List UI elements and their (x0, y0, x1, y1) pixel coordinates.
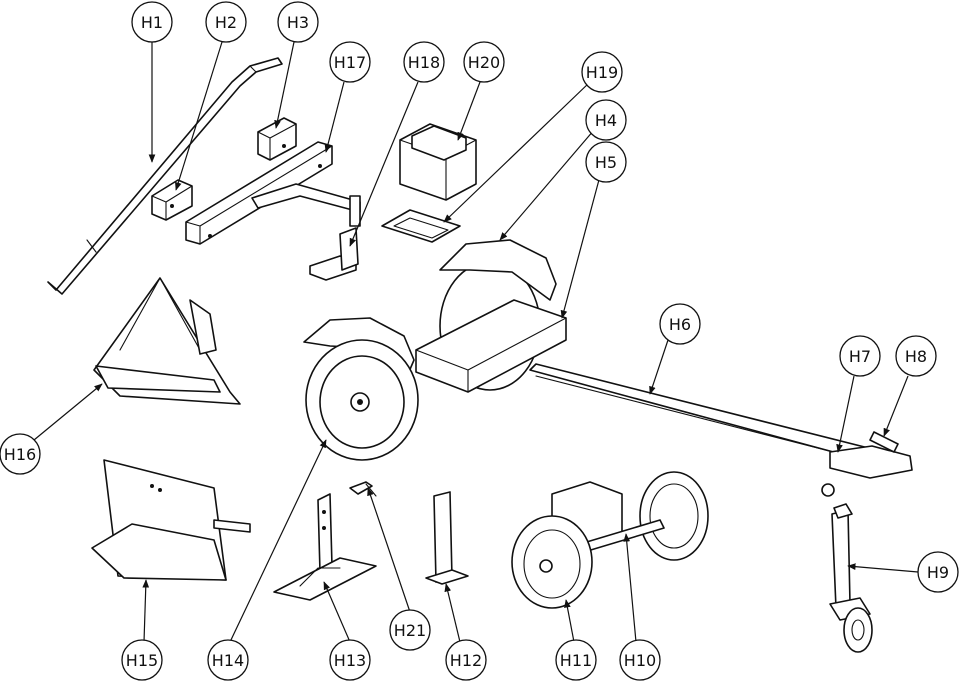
callout-h1: H1 (131, 1, 173, 43)
callout-h6: H6 (659, 303, 701, 345)
callout-h9: H9 (917, 551, 959, 593)
callout-h10: H10 (619, 639, 661, 681)
callout-h4: H4 (585, 99, 627, 141)
part-light-bar (185, 141, 361, 245)
leader-lines (33, 41, 919, 643)
callout-h21: H21 (389, 609, 431, 651)
callout-h16: H16 (0, 433, 41, 475)
part-pin (349, 481, 377, 497)
callout-h12: H12 (445, 639, 487, 681)
svg-text:H9: H9 (927, 563, 949, 582)
callout-h3: H3 (277, 1, 319, 43)
callout-h13: H13 (329, 639, 371, 681)
part-main-frame (303, 239, 907, 471)
part-blade (91, 459, 251, 581)
part-a-frame (93, 277, 241, 405)
svg-text:H21: H21 (394, 621, 426, 640)
svg-text:H16: H16 (4, 445, 36, 464)
svg-text:H17: H17 (334, 53, 366, 72)
svg-text:H15: H15 (126, 651, 158, 670)
svg-text:H8: H8 (905, 347, 927, 366)
callout-h19: H19 (581, 51, 623, 93)
svg-text:H10: H10 (624, 651, 656, 670)
svg-text:H12: H12 (450, 651, 482, 670)
svg-text:H19: H19 (586, 63, 618, 82)
callout-h7: H7 (839, 335, 881, 377)
svg-text:H20: H20 (468, 53, 500, 72)
svg-text:H13: H13 (334, 651, 366, 670)
callout-h8: H8 (895, 335, 937, 377)
svg-text:H2: H2 (215, 13, 237, 32)
svg-text:H14: H14 (212, 651, 244, 670)
part-axle-assembly (511, 471, 709, 609)
part-jockey-wheel (829, 503, 873, 653)
callout-h15: H15 (121, 639, 163, 681)
svg-text:H7: H7 (849, 347, 871, 366)
part-light-left (151, 179, 193, 221)
part-handle-bar (47, 57, 283, 295)
part-light-right (257, 117, 297, 161)
callout-h14: H14 (207, 639, 249, 681)
callout-h11: H11 (555, 639, 597, 681)
svg-text:H3: H3 (287, 13, 309, 32)
callout-h18: H18 (403, 41, 445, 83)
part-bracket (309, 227, 359, 281)
part-battery-box (399, 123, 477, 201)
svg-text:H5: H5 (595, 153, 617, 172)
svg-text:H1: H1 (141, 13, 163, 32)
callout-h5: H5 (585, 141, 627, 183)
svg-text:H6: H6 (669, 315, 691, 334)
part-post (425, 491, 469, 585)
part-coupling (821, 431, 913, 497)
callout-h2: H2 (205, 1, 247, 43)
svg-text:H11: H11 (560, 651, 592, 670)
callout-h17: H17 (329, 41, 371, 83)
svg-text:H18: H18 (408, 53, 440, 72)
part-stand (273, 493, 377, 601)
part-battery-tray (381, 209, 461, 243)
svg-text:H4: H4 (595, 111, 617, 130)
callout-h20: H20 (463, 41, 505, 83)
